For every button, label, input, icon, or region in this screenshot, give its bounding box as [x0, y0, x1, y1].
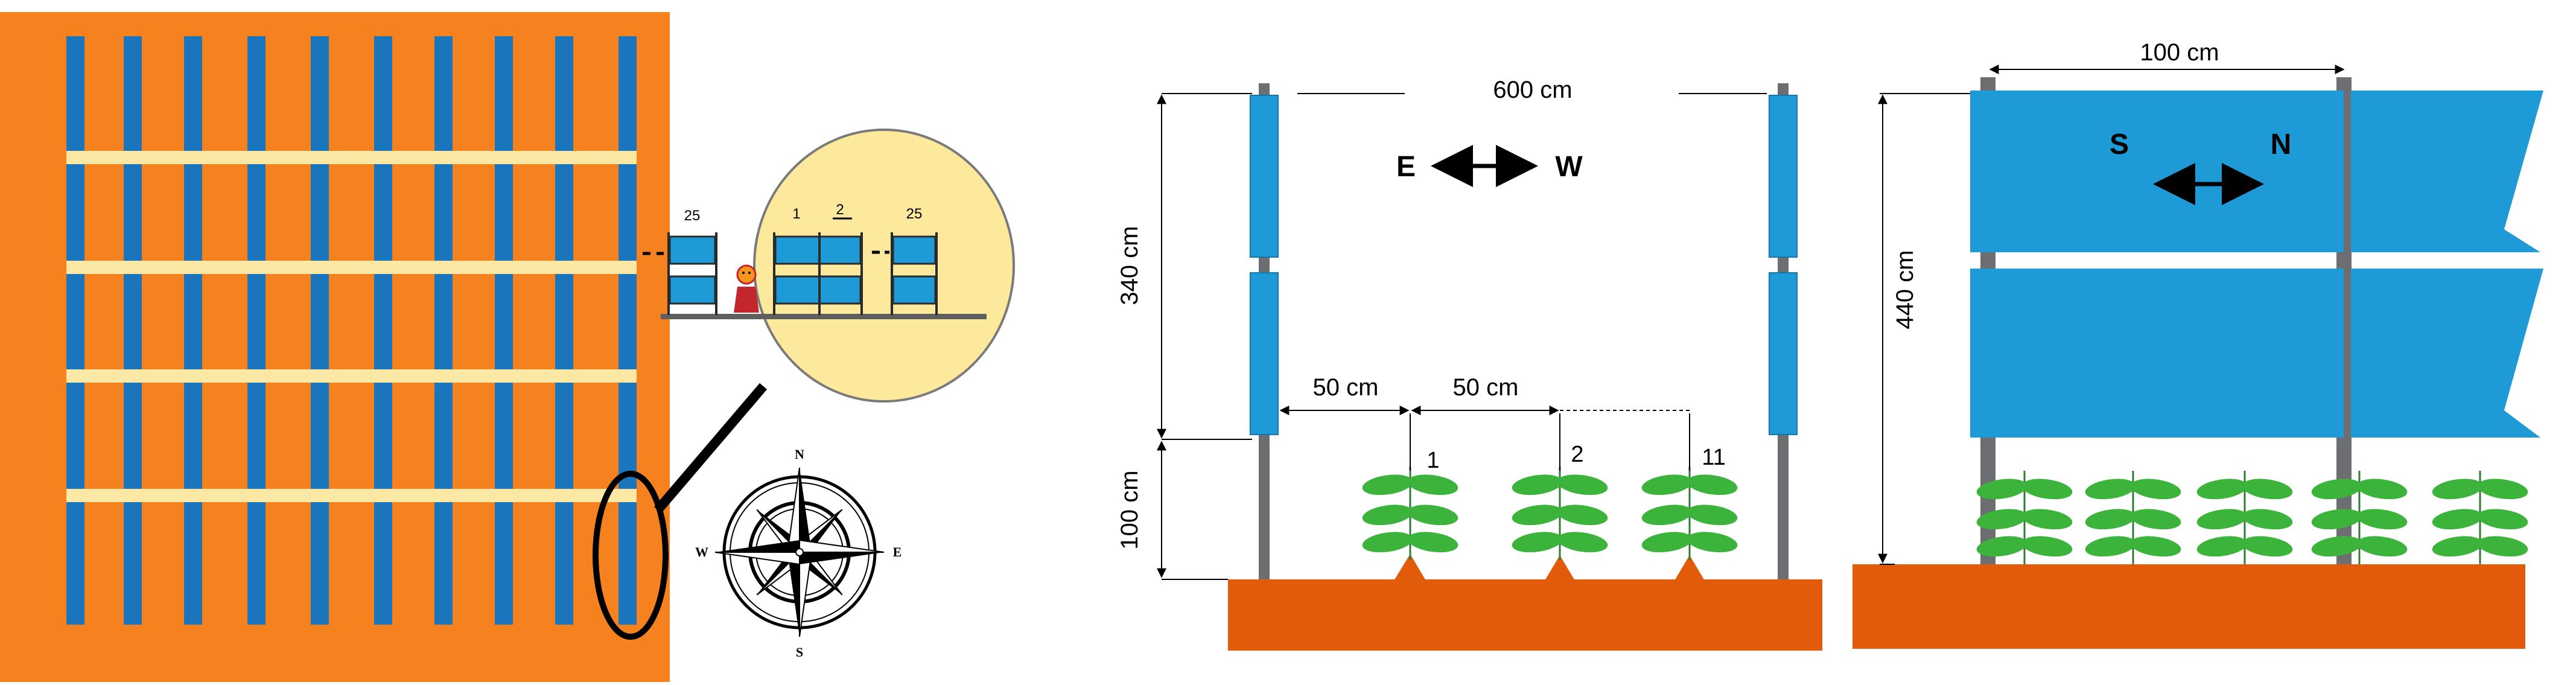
height-label-ew: 340 cm — [1116, 226, 1143, 305]
callout-label-right: 25 — [906, 206, 923, 222]
compass-east: E — [893, 544, 902, 559]
span-label-ew: 600 cm — [1493, 77, 1572, 103]
callout-rack-left — [669, 235, 716, 305]
callout-rack-right — [892, 235, 937, 305]
plant-group-2 — [1511, 467, 1609, 560]
shade-panel-lower — [1970, 269, 2543, 438]
soil-bed-ns — [1852, 564, 2525, 649]
plant-group-3 — [1641, 467, 1739, 560]
walk-paths — [66, 151, 637, 502]
compass-rose-icon — [714, 467, 885, 637]
compass-south: S — [796, 645, 803, 660]
plant-label-1: 1 — [1426, 448, 1439, 473]
span-label-ns: 100 cm — [2140, 39, 2219, 66]
callout-label-mid-2: 2 — [836, 202, 844, 218]
crop-rows — [66, 36, 637, 625]
plant-row-ns — [1976, 471, 2530, 564]
height-label-ns: 440 cm — [1892, 250, 1918, 329]
shade-panel-upper — [1970, 91, 2543, 252]
compass-north: N — [795, 447, 804, 462]
callout-label-left: 25 — [684, 208, 701, 224]
dir-label-s: S — [2110, 129, 2129, 161]
diagram-north-south: 100 cm 440 cm S N — [1852, 39, 2543, 649]
ground-label-ew: 100 cm — [1116, 470, 1143, 549]
panels-left — [1250, 95, 1279, 435]
compass-west: W — [695, 544, 708, 559]
diagram-east-west: 600 cm 340 cm 100 cm 50 cm 50 cm 1 2 11 … — [1116, 77, 1822, 651]
highlight-ellipse — [593, 471, 669, 640]
callout-leader — [654, 383, 768, 514]
plant-label-3: 11 — [1702, 445, 1725, 470]
callout-label-mid-1: 1 — [792, 206, 800, 222]
callout-ground — [661, 314, 987, 319]
plant-group-1 — [1361, 467, 1460, 560]
plant-label-2: 2 — [1571, 442, 1583, 467]
gap-label-1: 50 cm — [1313, 374, 1379, 401]
gap-label-2: 50 cm — [1453, 374, 1519, 401]
person-icon — [734, 264, 759, 313]
soil-bed-ew — [1228, 579, 1822, 651]
panels-right — [1769, 95, 1798, 435]
field-plan — [0, 12, 768, 682]
dir-label-w: W — [1555, 151, 1583, 183]
callout-bubble — [753, 129, 1015, 403]
dir-label-n: N — [2271, 129, 2292, 161]
dir-label-e: E — [1396, 151, 1416, 183]
row-callout: 25 1 2 25 — [643, 129, 1015, 403]
